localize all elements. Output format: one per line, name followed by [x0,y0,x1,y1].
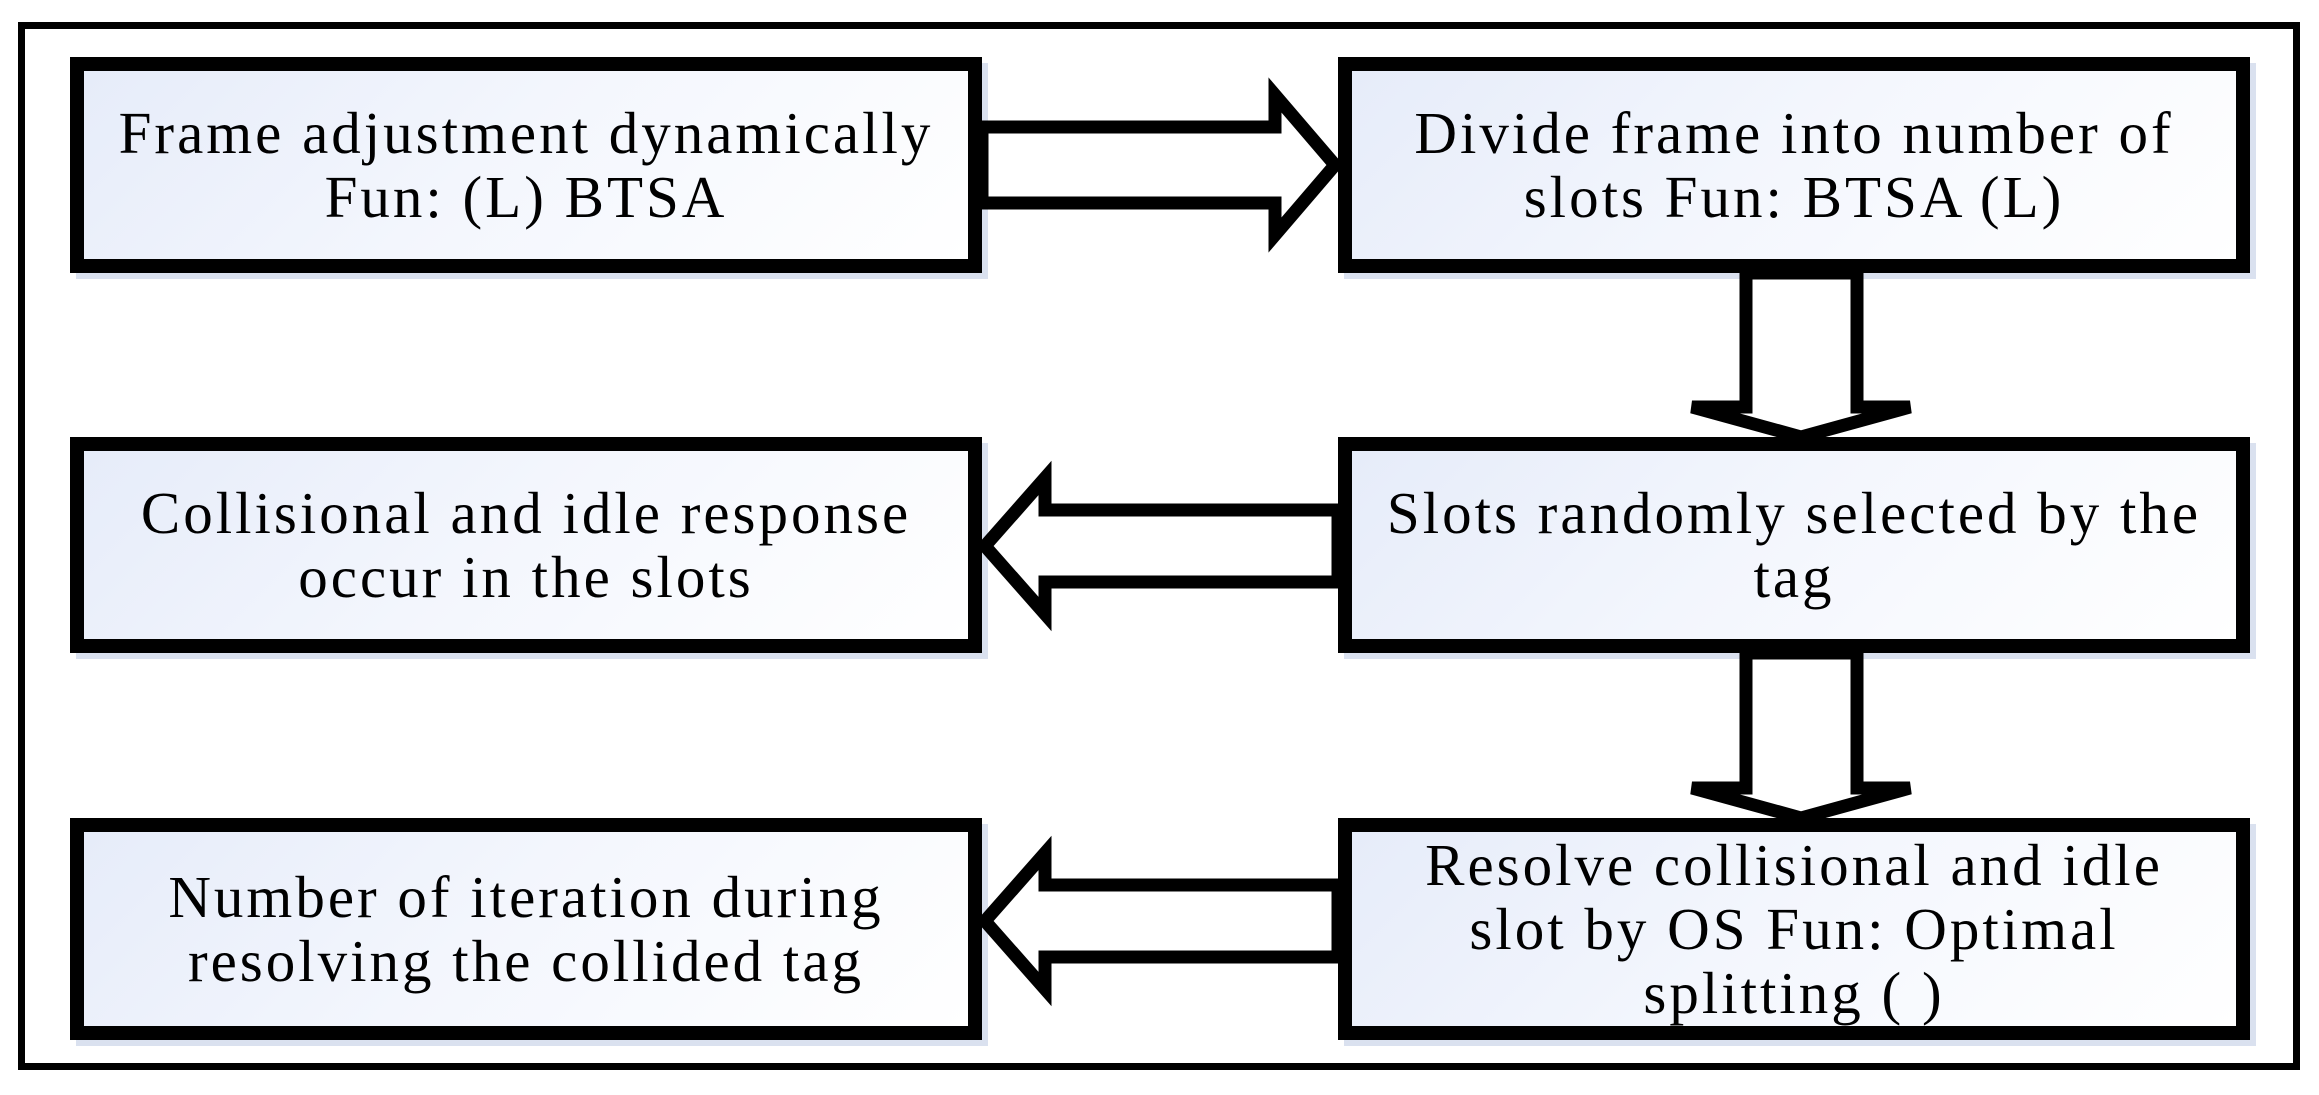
box-number-of-iteration: Number of iteration during resolving the… [70,818,982,1040]
box-slots-randomly-selected-text: Slots randomly selected by the tag [1386,480,2202,610]
box-collisional-idle-response: Collisional and idle response occur in t… [70,437,982,653]
box-frame-adjustment: Frame adjustment dynamically Fun: (L) BT… [70,57,982,273]
box-number-of-iteration-text: Number of iteration during resolving the… [168,864,884,994]
box-divide-frame-text: Divide frame into number of slots Fun: B… [1414,100,2174,230]
box-resolve-collisional-idle-text: Resolve collisional and idle slot by OS … [1425,832,2163,1026]
box-resolve-collisional-idle: Resolve collisional and idle slot by OS … [1338,818,2250,1040]
box-slots-randomly-selected: Slots randomly selected by the tag [1338,437,2250,653]
box-divide-frame: Divide frame into number of slots Fun: B… [1338,57,2250,273]
box-collisional-idle-response-text: Collisional and idle response occur in t… [140,480,912,610]
box-frame-adjustment-text: Frame adjustment dynamically Fun: (L) BT… [118,100,934,230]
